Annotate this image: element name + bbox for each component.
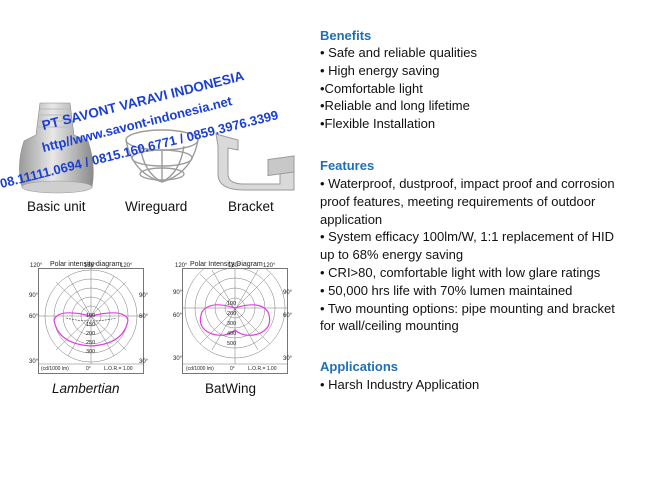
left-ring-label: 100: [86, 313, 96, 319]
list-item: • System efficacy 100lm/W, 1:1 replaceme…: [320, 229, 618, 263]
benefits-list: • Safe and reliable qualities • High ene…: [320, 44, 640, 133]
left-ring-label: 250: [86, 340, 96, 346]
benefits-heading: Benefits: [320, 28, 372, 43]
list-item: •Reliable and long lifetime: [320, 98, 470, 114]
list-item: • Safe and reliable qualities: [320, 45, 478, 60]
list-item: • Harsh Industry Application: [320, 377, 480, 392]
polar-diagram-batwing: [182, 268, 288, 374]
list-item: • Waterproof, dustproof, impact proof an…: [320, 176, 619, 227]
left-angle-top-right: 120°: [120, 263, 133, 269]
left-angle-30-r: 30°: [139, 359, 149, 365]
list-item: • Two mounting options: pipe mounting an…: [320, 300, 619, 334]
right-angle-top-left: 120°: [175, 263, 188, 269]
right-angle-90-r: 90°: [283, 290, 293, 296]
list-item: •Flexible Installation: [320, 116, 436, 132]
right-angle-30-r: 30°: [283, 356, 293, 362]
polar-diagram-lambertian: [38, 268, 144, 374]
caption-wireguard: Wireguard: [125, 199, 188, 214]
right-angle-top-right: 120°: [263, 263, 276, 269]
left-angle-60-r: 60°: [139, 314, 149, 320]
right-angle-30-l: 30°: [173, 356, 183, 362]
caption-batwing: BatWing: [205, 381, 257, 396]
applications-heading: Applications: [320, 359, 399, 374]
right-angle-90-l: 90°: [173, 290, 183, 296]
caption-bracket: Bracket: [228, 199, 274, 214]
right-angle-60-r: 60°: [283, 313, 293, 319]
left-ring-label: 150: [86, 322, 96, 328]
left-angle-90-r: 90°: [139, 293, 149, 299]
bracket-image: [215, 133, 295, 191]
left-ring-label: 300: [86, 349, 96, 355]
list-item: • High energy saving: [320, 62, 440, 78]
left-angle-top-mid: 180°: [84, 263, 97, 269]
list-item: • 50,000 hrs life with 70% lumen maintai…: [320, 282, 573, 298]
wireguard-image: [125, 129, 199, 183]
caption-lambertian: Lambertian: [52, 381, 120, 396]
features-heading: Features: [320, 158, 375, 173]
right-ring-label: 400: [227, 331, 237, 337]
left-footer-units: (cd/1000 lm): [41, 366, 69, 372]
left-diagram-title: Polar intensity diagram: [50, 261, 122, 268]
right-angle-60-l: 60°: [173, 313, 183, 319]
right-diagram-title: Polar Intensity Diagram: [190, 261, 263, 268]
right-ring-label: 300: [227, 321, 237, 327]
left-angle-30-l: 30°: [29, 359, 39, 365]
applications-list: • Harsh Industry Application: [320, 376, 640, 394]
right-ring-label: 100: [227, 301, 237, 307]
right-ring-label: 500: [227, 341, 237, 347]
right-angle-top-mid: 180°: [228, 263, 241, 269]
right-footer-zero: 0°: [230, 366, 235, 372]
right-footer-units: (cd/1000 lm): [186, 366, 214, 372]
list-item: •Comfortable light: [320, 80, 423, 96]
left-angle-90-l: 90°: [29, 293, 39, 299]
left-footer-lor: L.O.R.= 1.00: [104, 366, 133, 372]
left-angle-top-left: 120°: [30, 263, 43, 269]
caption-basic-unit: Basic unit: [27, 199, 86, 214]
features-list: • Waterproof, dustproof, impact proof an…: [320, 175, 620, 335]
left-ring-label: 200: [86, 331, 96, 337]
list-item: • CRI>80, comfortable light with low gla…: [320, 264, 601, 280]
right-ring-label: 200: [227, 311, 237, 317]
right-footer-lor: L.O.R.= 1.00: [248, 366, 277, 372]
left-angle-60-l: 60°: [29, 314, 39, 320]
left-footer-zero: 0°: [86, 366, 91, 372]
basic-unit-image: [19, 102, 94, 194]
